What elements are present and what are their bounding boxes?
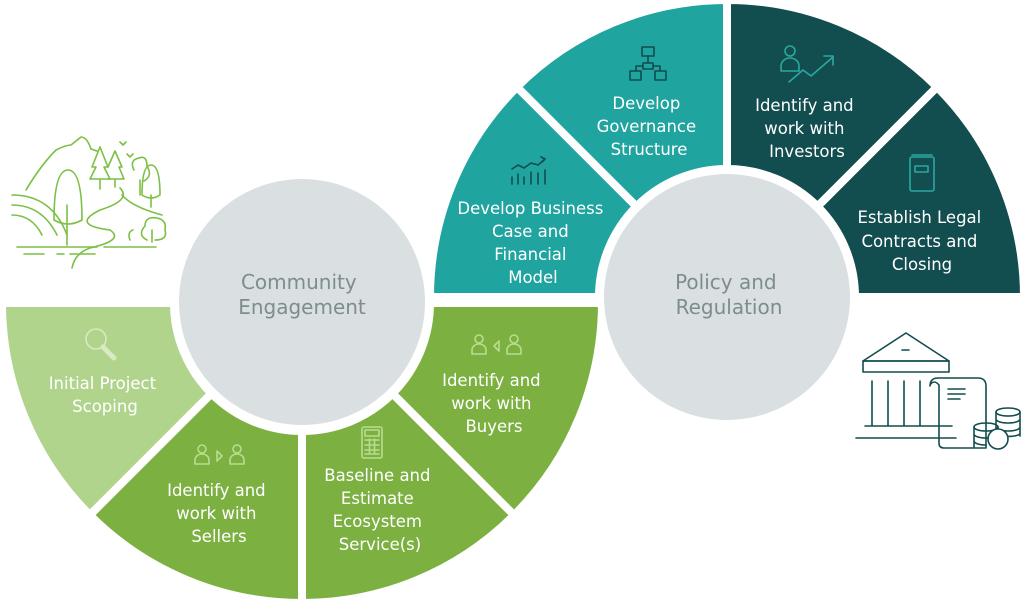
landscape-icon [11,136,167,269]
calculator-icon [361,426,383,459]
magnifier-icon [85,328,117,361]
community-engagement-hub [179,179,425,425]
book-icon [909,154,935,192]
policy-regulation-hub [604,174,850,420]
investor-growth-icon [780,45,834,83]
line-bar-chart-icon [511,156,546,185]
step-label-governance: Develop Governance Structure [597,94,702,159]
step-label-legal: Establish Legal Contracts and Closing [857,208,986,274]
sector-sellers [84,387,306,600]
sector-business-case [425,81,643,301]
sector-investors [723,0,943,213]
people-transfer-icon [471,334,522,355]
sector-baseline [298,387,520,600]
people-transfer-icon [194,444,245,465]
step-label-sellers: Identify and work with Sellers [167,481,271,546]
sector-initial-project-scoping [0,299,218,521]
step-label-baseline: Baseline and Estimate Ecosystem Service(… [324,466,436,554]
step-label-scoping: Initial Project Scoping [49,374,162,416]
org-chart-icon [629,46,667,81]
bank-documents-coins-icon [855,332,1021,450]
step-label-buyers: Identify and work with Buyers [442,371,546,436]
step-label-investors: Identify and work with Investors [755,96,859,161]
hub-label-community: Community Engagement [238,270,366,319]
hub-label-policy: Policy and Regulation [675,270,783,319]
sector-governance [511,0,731,213]
sector-buyers [386,299,607,521]
step-label-business: Develop Business Case and Financial Mode… [457,199,608,287]
